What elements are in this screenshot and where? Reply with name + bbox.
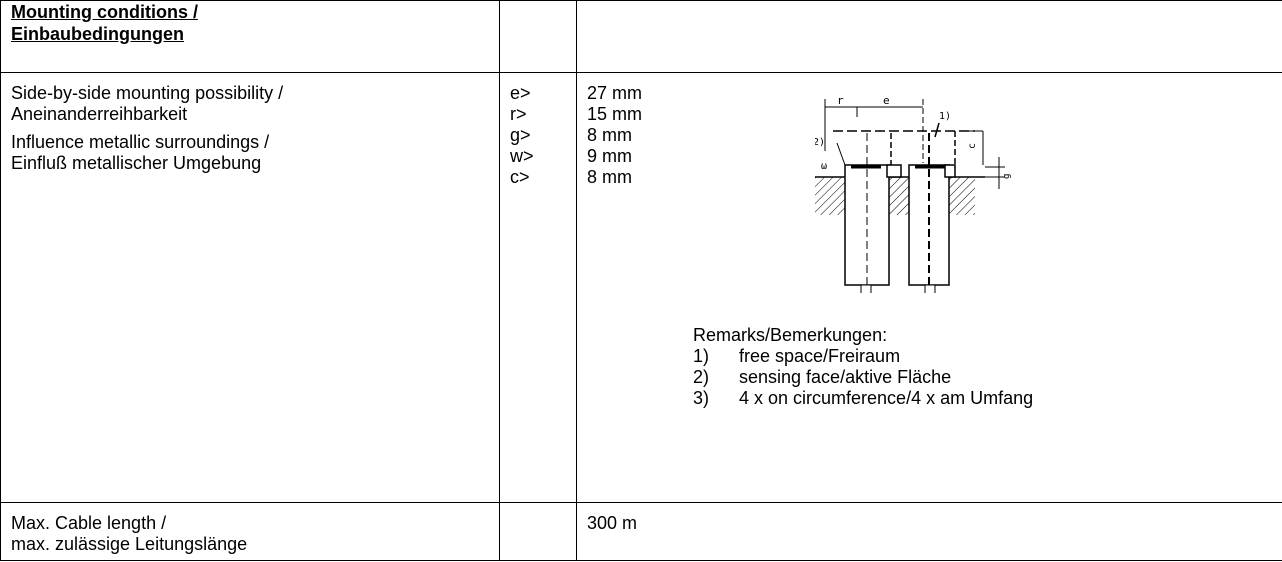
header-empty-cell bbox=[499, 0, 577, 73]
remark-item: 1) free space/Freiraum bbox=[693, 346, 1033, 367]
mounting-label-cell: Side-by-side mounting possibility / Anei… bbox=[0, 72, 500, 503]
diagram-label-r: r bbox=[837, 94, 844, 107]
value-g: 8 mm bbox=[587, 125, 632, 145]
remark-text: free space/Freiraum bbox=[739, 346, 901, 366]
diagram-label-w: ω bbox=[821, 161, 827, 172]
value-r: 15 mm bbox=[587, 104, 643, 124]
remark-item: 3) 4 x on circumference/4 x am Umfang bbox=[693, 388, 1033, 409]
cable-empty-cell bbox=[499, 502, 577, 561]
cable-label-line2: max. zulässige Leitungslänge bbox=[11, 534, 248, 554]
symbol-c: c> bbox=[510, 167, 530, 187]
remarks-title: Remarks/Bemerkungen: bbox=[693, 325, 888, 345]
cable-value-cell: 300 m bbox=[576, 502, 1282, 561]
diagram-label-c: c bbox=[967, 143, 978, 149]
header-cell: Mounting conditions / Einbaubedingungen bbox=[0, 0, 500, 73]
section-title-line2: Einbaubedingungen bbox=[11, 24, 184, 44]
mounting-label-line: Side-by-side mounting possibility / bbox=[11, 83, 284, 103]
cable-value: 300 m bbox=[587, 513, 638, 533]
symbol-g: g> bbox=[510, 125, 531, 145]
mounting-label-line: Aneinanderreihbarkeit bbox=[11, 104, 188, 124]
cable-label-line1: Max. Cable length / bbox=[11, 513, 167, 533]
value-c: 8 mm bbox=[587, 167, 632, 187]
mounting-label-line: Einfluß metallischer Umgebung bbox=[11, 153, 262, 173]
diagram-label-2: 2) bbox=[815, 137, 825, 148]
mounting-diagram: r e 1) c 2) ω bbox=[815, 94, 1012, 293]
remarks-block: Remarks/Bemerkungen: 1) free space/Freira… bbox=[693, 325, 1033, 409]
remark-item: 2) sensing face/aktive Fläche bbox=[693, 367, 1033, 388]
mounting-label-line: Influence metallic surroundings / bbox=[11, 132, 270, 152]
remark-number: 3) bbox=[693, 388, 710, 408]
symbol-cell: e> r> g> w> c> bbox=[499, 72, 577, 503]
symbol-w: w> bbox=[510, 146, 534, 166]
header-row: Mounting conditions / Einbaubedingungen bbox=[0, 0, 1282, 73]
value-w: 9 mm bbox=[587, 146, 632, 166]
value-e: 27 mm bbox=[587, 83, 643, 103]
header-empty-cell-2 bbox=[576, 0, 1282, 73]
value-cell: 27 mm 15 mm 8 mm 9 mm 8 mm r e 1) bbox=[576, 72, 1282, 503]
section-title-line1: Mounting conditions / bbox=[11, 2, 198, 22]
diagram-label-g: g bbox=[1002, 174, 1012, 179]
remark-text: sensing face/aktive Fläche bbox=[739, 367, 952, 387]
diagram-label-e: e bbox=[883, 94, 890, 107]
cable-label-cell: Max. Cable length / max. zulässige Leitu… bbox=[0, 502, 500, 561]
symbol-r: r> bbox=[510, 104, 527, 124]
diagram-label-1: 1) bbox=[939, 111, 951, 122]
symbol-e: e> bbox=[510, 83, 531, 103]
remark-number: 2) bbox=[693, 367, 710, 387]
remark-number: 1) bbox=[693, 346, 710, 366]
remark-text: 4 x on circumference/4 x am Umfang bbox=[739, 388, 1034, 408]
mounting-row: Side-by-side mounting possibility / Anei… bbox=[0, 72, 1282, 503]
cable-row: Max. Cable length / max. zulässige Leitu… bbox=[0, 502, 1282, 561]
